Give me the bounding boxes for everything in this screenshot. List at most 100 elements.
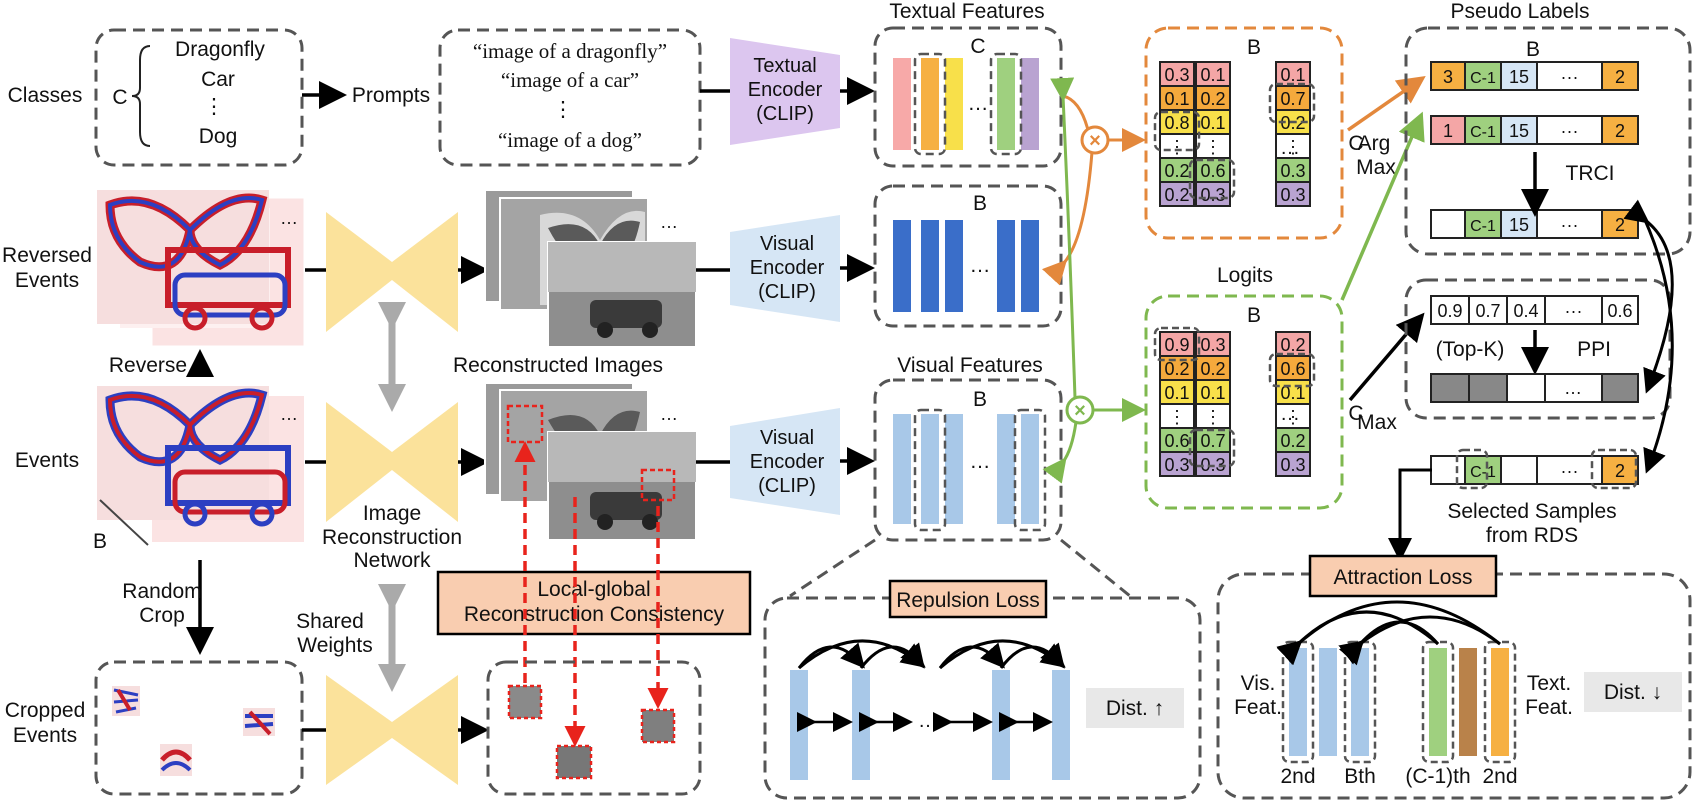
dist-up-box [1086, 688, 1184, 728]
repulsion-zoom-line-left [789, 538, 876, 598]
ppi-cell-value: 0.6 [1607, 301, 1632, 321]
logit-cell [1159, 451, 1195, 477]
logit-cell [1275, 181, 1311, 207]
pseudo-cell [1464, 209, 1502, 239]
argmax-green-arrow [1340, 111, 1425, 301]
recon-net-lower-right [392, 675, 458, 785]
logit-value: ⋮ [1284, 407, 1302, 427]
cropped-recon-patches [507, 684, 676, 780]
logit-highlight [1153, 326, 1201, 362]
logit-highlight [1268, 352, 1316, 388]
logit-value: 0.3 [1200, 335, 1225, 355]
logit-value: 0.6 [1280, 359, 1305, 379]
rep-ellipsis: … [918, 710, 938, 732]
logits-bottom-c: C [1348, 402, 1363, 425]
reversed-events-line2: Events [15, 269, 79, 292]
reconstructed-images-title: Reconstructed Images [453, 354, 663, 377]
events-b-label: B [93, 530, 107, 553]
logit-value: 0.1 [1200, 113, 1225, 133]
textual-encoder-line3: (CLIP) [756, 103, 814, 125]
attr-tick-2: Bth [1344, 765, 1376, 788]
dist-down-box [1584, 672, 1682, 712]
logits-top-c: C [1348, 132, 1363, 155]
pseudo-cell-value: C-1 [1470, 124, 1496, 141]
logit-value: 0.9 [1164, 335, 1189, 355]
pseudo-cell-value: 1 [1443, 121, 1453, 141]
selected-samples-line1: Selected Samples [1447, 500, 1616, 523]
text-feat-bar-3 [945, 58, 963, 150]
svg-text:…: … [660, 404, 678, 424]
classes-box [94, 28, 304, 167]
logit-value: 0.3 [1280, 161, 1305, 181]
pseudo-cell-value: ··· [1561, 121, 1579, 141]
pseudo-cell-value: ··· [1561, 215, 1579, 235]
attraction-loss-label-box [1308, 554, 1498, 598]
attr-tick-1: 2nd [1280, 765, 1315, 788]
argmax-orange-arrow [1347, 76, 1426, 132]
logit-value: 0.1 [1280, 65, 1305, 85]
logit-value: 0.3 [1280, 455, 1305, 475]
repulsion-zoom-line-right [1060, 538, 1131, 598]
prompt-item-1: “image of a car” [501, 68, 639, 92]
prompts-label: Prompts [352, 84, 430, 107]
logit-cell [1195, 355, 1231, 381]
vis-feat-bar-2 [921, 414, 939, 524]
logits-bottom-ellipsis: … [1280, 403, 1300, 425]
logit-cell [1195, 403, 1231, 429]
argmax-line1: Arg [1358, 132, 1391, 155]
visual-encoder-lower-line1: Visual [760, 427, 814, 449]
pseudo-cell [1601, 115, 1639, 145]
logit-cell [1159, 85, 1195, 111]
visual-encoder-upper-line3: (CLIP) [758, 281, 816, 303]
max-arrow [1348, 312, 1425, 402]
logits-top-ellipsis: … [1280, 137, 1300, 159]
rep-bar-2 [852, 670, 870, 780]
logits-title: Logits [1217, 264, 1273, 287]
text-feat-bar-2 [921, 58, 939, 150]
pseudo-cell-value: 2 [1615, 461, 1625, 481]
reversed-events-line1: Reversed [2, 244, 92, 267]
pseudo-cell [1430, 209, 1466, 239]
pseudo-cell-value: 2 [1615, 121, 1625, 141]
logit-value: 0.7 [1200, 431, 1225, 451]
text-feat-highlight-1 [913, 52, 947, 156]
attr-vis-bar-2 [1319, 648, 1337, 756]
pseudo-cell-value: 3 [1443, 67, 1453, 87]
visual-encoder-lower-shape [730, 408, 840, 515]
logit-value: 0.2 [1164, 185, 1189, 205]
textual-encoder-shape [730, 38, 840, 145]
attr-vis-bar-1 [1289, 648, 1307, 756]
ppi-box [1404, 278, 1672, 420]
logits-bottom-box [1144, 294, 1344, 510]
pseudo-cell [1536, 115, 1603, 145]
vis-feat-bar-1 [893, 414, 911, 524]
max-label: Max [1357, 411, 1397, 434]
logit-cell [1275, 427, 1311, 453]
prompt-item-2: ⋮ [553, 97, 574, 121]
recon-net-upper-right [392, 212, 458, 332]
rev-vis-ellipsis: … [970, 254, 991, 277]
rev-vis-bar-3 [945, 220, 963, 312]
svg-text:…: … [280, 404, 298, 424]
logit-cell [1275, 403, 1311, 429]
pseudo-cell-value: 15 [1509, 215, 1529, 235]
logit-value: 0.3 [1164, 455, 1189, 475]
logit-value: 0.1 [1200, 383, 1225, 403]
attr-text-bar-2 [1459, 648, 1477, 756]
pseudo-cell-value: C-1 [1470, 218, 1496, 235]
logit-value: ⋮ [1204, 137, 1222, 157]
logit-value: 0.2 [1280, 431, 1305, 451]
logit-value: 0.8 [1164, 113, 1189, 133]
pseudo-labels-b: B [1526, 38, 1540, 61]
class-item-0: Dragonfly [175, 38, 265, 61]
pseudo-cell [1601, 455, 1639, 485]
text-feat-highlight-2 [989, 52, 1023, 156]
logits-top-grid: 0.30.10.8⋮0.20.20.10.20.1⋮0.60.30.10.70.… [1153, 61, 1316, 207]
logit-value: ⋮ [1168, 137, 1186, 157]
svg-text:…: … [660, 212, 678, 232]
rep-bar-3 [992, 670, 1010, 780]
cropped-recon-box [486, 660, 702, 796]
pseudo-cell [1536, 61, 1603, 91]
recon-net-upper-left [326, 212, 392, 332]
vis-feat-ellipsis: … [970, 450, 991, 473]
